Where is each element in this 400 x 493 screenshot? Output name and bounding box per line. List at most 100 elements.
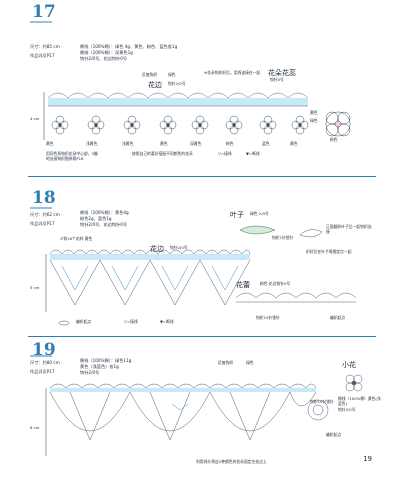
s17-label-motif: 花朵花蕊 <box>268 69 296 77</box>
s18-inner-triangles <box>61 265 239 291</box>
section-19-number: 19 <box>32 340 56 360</box>
s18-label-bud-sub: 粉色 花边钩针0号 <box>260 281 291 286</box>
s19-label-green: 绿色 <box>246 360 254 365</box>
section-17-number: 17 <box>32 2 56 22</box>
s17-motif-5 <box>191 115 209 135</box>
s19-flower-hook: 钩针2/0号 <box>338 407 356 412</box>
section-17-yarn-3: 钩针2/0号、花边钩针0号 <box>80 56 128 61</box>
s17-color-6: 粉色 <box>226 141 234 146</box>
s19-ring-label: 钩织10针锁针 <box>310 399 334 404</box>
s17-label-motif-hook: 钩针0号 <box>270 77 284 82</box>
s19-fans <box>45 374 363 456</box>
s17-motif-2 <box>87 115 105 135</box>
s18-label-edge-hook: 钩针2/0号 <box>170 245 188 250</box>
s18-bud-edge <box>235 292 357 299</box>
s18-label-leaf-sub: 绿色 2/0号 <box>250 211 269 216</box>
s19-label-reverse: 反复钩织 <box>218 360 234 365</box>
s18-lace <box>45 225 357 326</box>
s19-small-flower <box>345 374 363 392</box>
section-18-ref: 作品详见P17 <box>30 221 55 226</box>
s19-ring-inner <box>312 404 324 416</box>
s18-leaf-detail <box>299 229 323 238</box>
section-18-size: 尺寸：约62 cm <box>30 212 60 217</box>
s18-label-edge: 花边 <box>150 245 164 253</box>
s17-motif-color-c: 粉色 <box>330 137 338 142</box>
section-18-yarn-3: 钩针2/0号、花边钩针0号 <box>80 222 128 227</box>
s17-color-8: 黄色 <box>290 141 298 146</box>
s17-color-2: 浅黄色 <box>86 141 98 146</box>
page-number: 19 <box>363 455 372 463</box>
s19-ring-start: 编织起点 <box>326 432 342 437</box>
section-19-yarn-1: 棉线（100%棉）：绿色11g <box>80 358 132 363</box>
s17-color-7: 蓝色 <box>262 141 270 146</box>
s18-legend-1: ▽=接线 <box>124 319 138 324</box>
s17-note-left: 用同色系钩织花朵中心部，3瓣的连接钩织图参照P18 <box>46 151 98 161</box>
s19-fan-outline <box>49 391 317 432</box>
s18-note-start: 编织起点 <box>330 315 346 320</box>
s18-legend-start-icon <box>58 320 70 326</box>
s17-motif-color-b: 绿色 <box>310 118 318 123</box>
s18-triangles <box>49 259 251 306</box>
s18-band-fill <box>50 254 250 260</box>
s17-note-top: ※花朵钩织好后，用线连接在一起 <box>204 70 261 75</box>
section-17-ref: 作品详见P17 <box>30 53 55 58</box>
s18-note-leaf: 正面翻折叶子后一起钩织连接 <box>326 224 372 234</box>
s18-legend-2: ▼=断线 <box>160 319 174 324</box>
s17-note-mid: 按照自己的喜好搭配不同颜色的花朵 <box>132 151 193 156</box>
s18-legend-start: 编织起点 <box>76 319 92 324</box>
s17-color-5: 深黄色 <box>190 141 202 146</box>
s17-edging <box>43 92 309 140</box>
s17-label-reverse: 反复钩织 <box>142 72 158 77</box>
s18-note-chain: 钩织1针锁针 <box>272 235 294 240</box>
s19-join-mark <box>171 403 189 411</box>
s17-motif-detail <box>325 111 351 137</box>
s19-label-small-flower: 小花 <box>342 361 356 369</box>
divider-1 <box>28 176 376 177</box>
s17-legend-1: ▽=接线 <box>218 151 232 156</box>
section-17-yarn-2: 棉线（100%棉）：深黄色1g <box>80 50 133 55</box>
s17-motif-color-a: 黄色 <box>310 110 318 115</box>
s19-flower-yarn: 棉线（100%棉）黄色(浅蓝色) <box>338 396 381 406</box>
s19-side-measure: 6 cm <box>30 425 40 430</box>
s19-band-fill <box>50 388 316 392</box>
s17-legend-2: ▼=断线 <box>246 151 260 156</box>
section-18-yarn-1: 棉线（100%棉）：黄色4g <box>80 210 129 215</box>
s17-motif-7 <box>259 115 277 135</box>
section-18-number: 18 <box>32 188 56 208</box>
section-19-yarn-3: 钩针2/0号 <box>80 370 100 375</box>
s18-label-bud: 花蕾 <box>236 281 250 289</box>
s17-motif-1 <box>51 115 69 135</box>
s18-leaf <box>239 225 276 235</box>
s17-motif-8 <box>291 115 309 135</box>
s17-motif-6 <box>225 115 243 135</box>
section-19-ref: 作品详见P17 <box>30 369 55 374</box>
section-19-yarn-2: 黄色（浅蓝色）各1g <box>80 364 119 369</box>
s17-label-edge-hook: 钩针2/0号 <box>168 81 186 86</box>
s17-label-edge: 花边 <box>148 81 162 89</box>
s17-side-measure: 4 cm <box>30 116 40 121</box>
s18-side-measure: 5 cm <box>30 285 40 290</box>
s17-label-green: 绿色 <box>168 72 176 77</box>
section-17-size: 尺寸：约85 cm <box>30 44 60 49</box>
s19-top-scallop <box>49 383 317 389</box>
section-19-size: 尺寸：约80 cm <box>30 360 60 365</box>
s18-label-small-flower: ①钩16个花样 黄色 <box>60 236 93 241</box>
s17-color-4: 黄色 <box>160 141 168 146</box>
s17-scallop-top <box>47 92 309 99</box>
s18-note-leaf2: 织好后在叶子周围定位一起 <box>306 249 352 254</box>
s18-label-leaf: 叶子 <box>230 211 244 219</box>
divider-2 <box>28 336 376 337</box>
s19-note-bottom: 利用线头将这2种颜色的花朵固定在花边上 <box>196 459 267 464</box>
s17-color-1: 黄色 <box>46 141 54 146</box>
s19-ring-diagram <box>307 399 329 421</box>
s17-color-3: 浅黄色 <box>122 141 134 146</box>
section-17-yarn-1: 棉线（100%棉）：绿色 4g、黄色、粉色、蓝色各1g <box>80 44 178 49</box>
s17-motif-3 <box>123 115 141 135</box>
s19-fan-ribs <box>69 391 271 441</box>
s17-band-fill <box>48 98 308 106</box>
s18-top-scallop <box>49 249 251 255</box>
s18-note-bud: 钩织14针锁针 <box>256 315 280 320</box>
section-18-yarn-2: 粉色2g、蓝色1g <box>80 216 112 221</box>
